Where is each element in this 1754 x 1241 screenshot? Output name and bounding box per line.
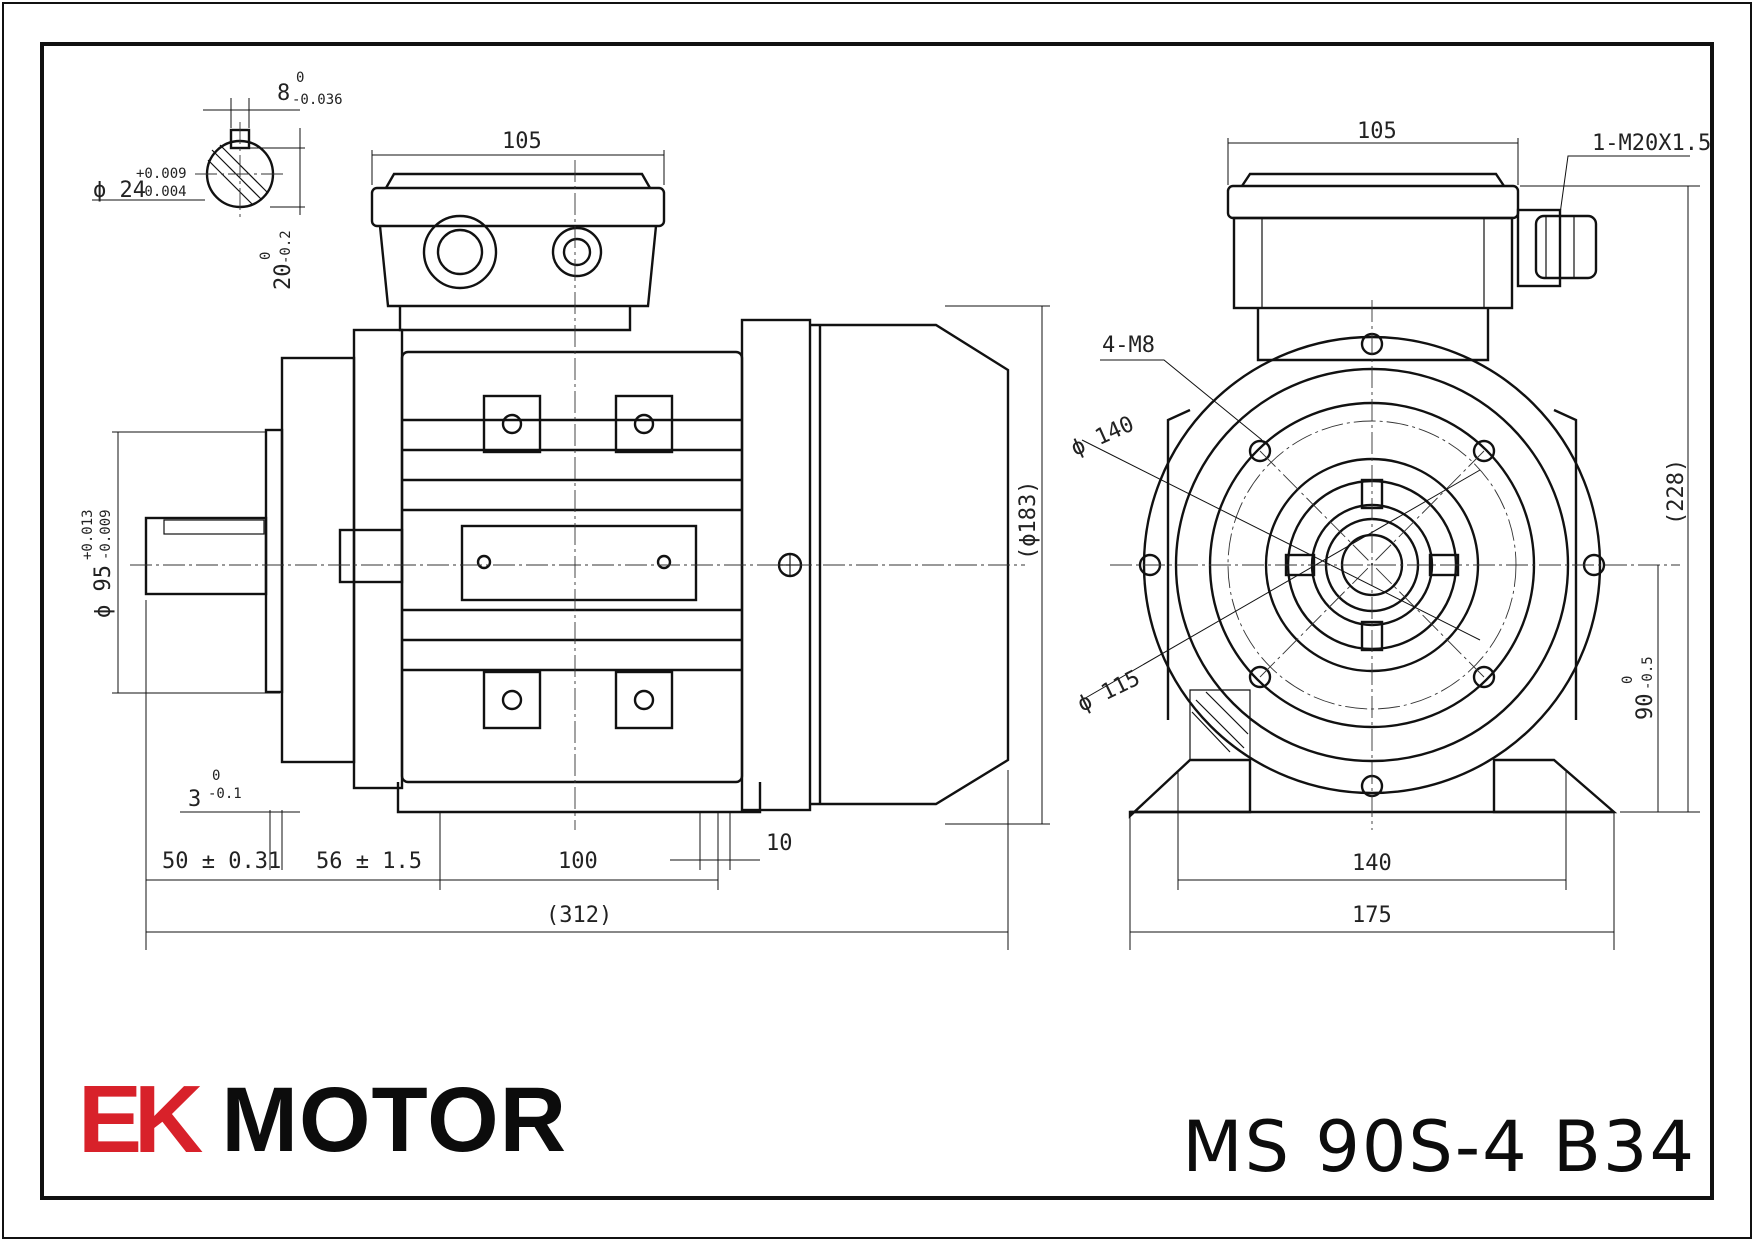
key-depth-label: 20 (271, 264, 296, 291)
side-terminal-box (370, 172, 666, 332)
side-flange (144, 328, 404, 790)
foot-hole-spacing-label: 140 (1352, 851, 1392, 876)
key-width-label: 8 (277, 81, 290, 106)
brand-mark: EK (78, 1066, 203, 1173)
shaft-key-section (92, 98, 305, 220)
total-length-label: (312) (546, 903, 612, 928)
key-width-tol-upper: 0 (296, 70, 304, 86)
spigot-depth-label: 3 (188, 787, 201, 812)
front-view: 105 1-M20X1.5 (1067, 119, 1711, 950)
foot-spacing-label: 100 (558, 849, 598, 874)
shaft-dia-tol-lower: -0.004 (136, 184, 187, 200)
spigot-depth-tol-upper: 0 (212, 768, 220, 784)
key-depth-tol-lower: -0.2 (278, 230, 294, 264)
side-view: 8 0 -0.036 ϕ 24 +0.009 -0.004 20 0 -0.2 … (80, 70, 1050, 950)
inner-border (40, 42, 1714, 1200)
side-terminal-width: 105 (502, 129, 542, 154)
model-number: MS 90S-4 B34 (1182, 1106, 1696, 1188)
front-terminal-width: 105 (1357, 119, 1397, 144)
cable-gland-label: 1-M20X1.5 (1592, 131, 1711, 156)
foot-hole-label: 10 (766, 831, 793, 856)
spigot-depth-tol-lower: -0.1 (208, 786, 242, 802)
base-width-label: 175 (1352, 903, 1392, 928)
key-depth-tol-upper: 0 (258, 252, 274, 260)
shaft-to-foot-label: 56 ± 1.5 (316, 849, 422, 874)
shaft-length-label: 50 ± 0.31 (162, 849, 281, 874)
brand-logo: EK MOTOR (78, 1066, 568, 1173)
front-terminal-box (1226, 172, 1598, 362)
key-width-tol-lower: -0.036 (292, 92, 343, 108)
side-body (396, 350, 762, 814)
shaft-dia-tol-upper: +0.009 (136, 166, 187, 182)
shaft-height-tol-lower: -0.5 (1640, 656, 1656, 690)
shaft-dia-label: ϕ 24 (93, 178, 146, 203)
pcd-outer-label: ϕ 140 (1067, 412, 1138, 462)
flange-holes-label: 4-M8 (1102, 333, 1155, 358)
total-height-label: (228) (1664, 459, 1689, 525)
shaft-height-tol-upper: 0 (1620, 676, 1636, 684)
spigot-dia-label: ϕ 95 (91, 565, 116, 618)
brand-name: MOTOR (221, 1069, 568, 1171)
pcd-inner-label: ϕ 115 (1074, 666, 1144, 718)
spigot-tol-upper: +0.013 (80, 509, 96, 560)
shaft-height-label: 90 (1633, 694, 1658, 721)
body-dia-label: (ϕ183) (1016, 481, 1041, 560)
spigot-tol-lower: -0.009 (98, 509, 114, 560)
